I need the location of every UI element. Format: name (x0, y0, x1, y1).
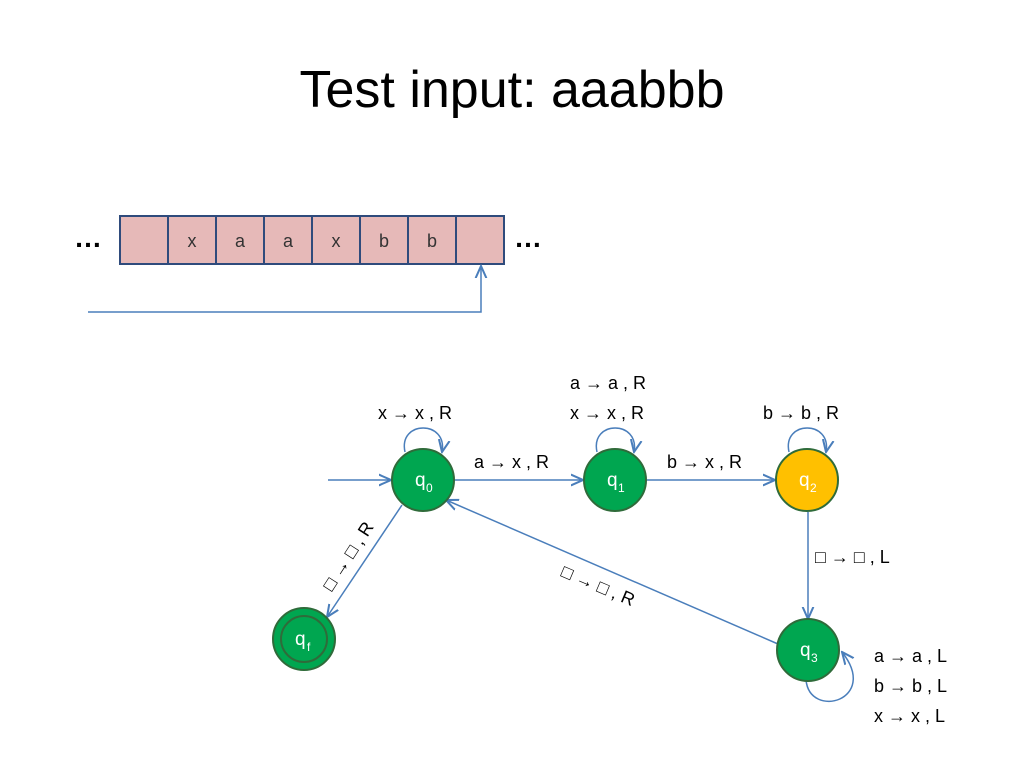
tape-ellipsis-left: … (74, 222, 102, 253)
loop-q1 (595, 427, 634, 452)
label-q3-q0: □ → □ , R (558, 561, 637, 610)
tape-cell-text: x (188, 231, 197, 251)
loop-q0 (403, 427, 442, 452)
state-label: q (799, 470, 810, 491)
tape-cell: x (311, 215, 361, 265)
state-qf: q f (272, 607, 336, 671)
label-q3-self-2: b → b , L (874, 676, 947, 696)
label-q3-self-3: x → x , L (874, 706, 945, 726)
label-q1-self-2: x → x , R (570, 403, 644, 423)
tape-head-pointer (88, 266, 481, 313)
label-q0-self: x → x , R (378, 403, 452, 423)
state-subscript: 1 (618, 481, 625, 495)
tape-cell: b (407, 215, 457, 265)
edge-q3-q0 (446, 500, 779, 645)
tape-cell (119, 215, 169, 265)
tape-cell: a (263, 215, 313, 265)
state-subscript: f (307, 640, 311, 654)
label-q1-self-1: a → a , R (570, 373, 646, 393)
tape-cell-text: a (283, 231, 294, 251)
tape: x a a x b b (119, 215, 505, 265)
tape-cell-text: b (379, 231, 389, 251)
loop-q2 (787, 427, 826, 452)
label-q3-self-1: a → a , L (874, 646, 947, 666)
state-subscript: 3 (811, 651, 818, 665)
tape-cell: x (167, 215, 217, 265)
slide-title: Test input: aaabbb (299, 61, 725, 119)
tape-ellipsis-right: … (514, 222, 542, 253)
state-q3: q 3 (776, 618, 840, 682)
label-q0-q1: a → x , R (474, 452, 549, 472)
state-q0: q 0 (391, 448, 455, 512)
state-label: q (800, 640, 811, 661)
tape-cell-text: b (427, 231, 437, 251)
state-subscript: 2 (810, 481, 817, 495)
loop-q3 (805, 652, 853, 703)
state-label: q (415, 470, 426, 491)
state-label: q (295, 629, 306, 650)
state-q1: q 1 (583, 448, 647, 512)
state-subscript: 0 (426, 481, 433, 495)
tape-cell: b (359, 215, 409, 265)
label-q0-qf: □ → □ , R (319, 518, 378, 594)
label-q1-q2: b → x , R (667, 452, 742, 472)
edges (327, 427, 853, 703)
tape-cell (455, 215, 505, 265)
tape-cell: a (215, 215, 265, 265)
tape-cell-text: a (235, 231, 246, 251)
label-q2-self: b → b , R (763, 403, 839, 423)
label-q2-q3: □ → □ , L (815, 547, 890, 567)
edge-q0-qf (327, 504, 403, 617)
state-q2: q 2 (775, 448, 839, 512)
state-label: q (607, 470, 618, 491)
tape-cell-text: x (332, 231, 341, 251)
